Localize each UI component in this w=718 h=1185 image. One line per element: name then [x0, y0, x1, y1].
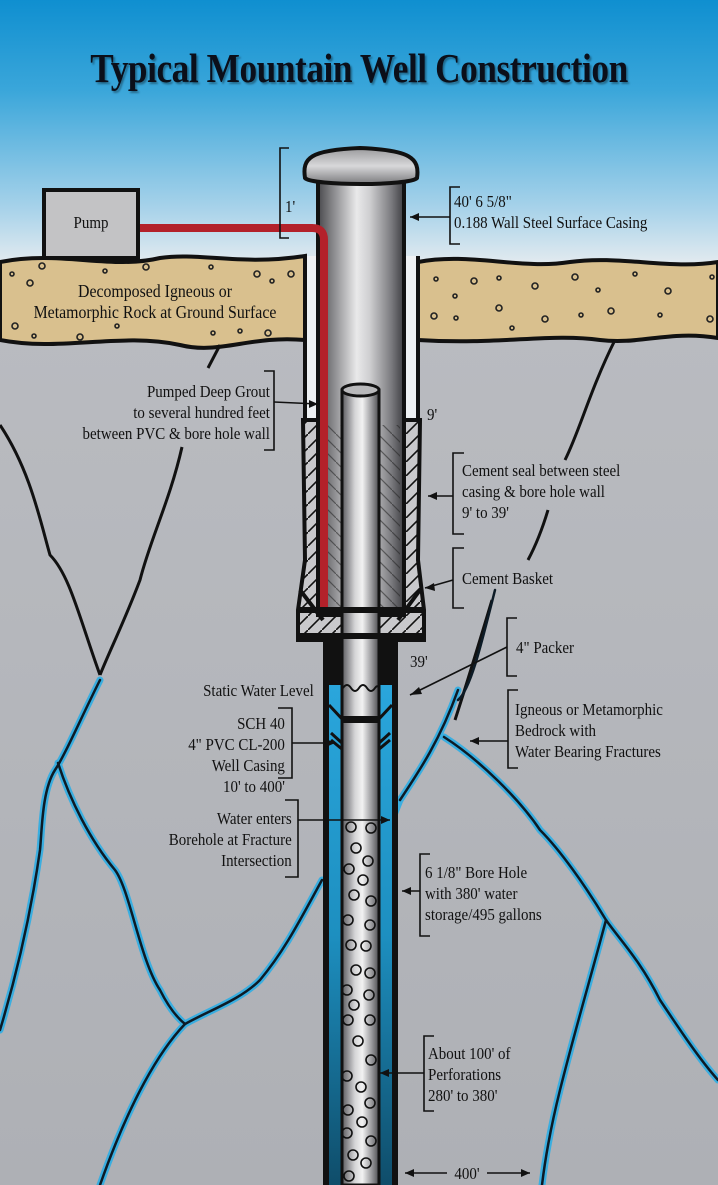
pvc-top [340, 382, 381, 398]
callout-line: 10' to 400' [223, 777, 285, 796]
callout-line: About 100' of [428, 1044, 511, 1063]
ground-surface-line: Decomposed Igneous or [78, 281, 232, 301]
dim-casing-bottom: 39' [410, 652, 428, 671]
pvc-casing [340, 388, 381, 1185]
callout-bedrock: Igneous or Metamorphic Bedrock with Wate… [515, 699, 663, 762]
callout-line: Pumped Deep Grout [147, 382, 270, 401]
callout-static-water: Static Water Level [203, 680, 314, 701]
well-cap [302, 145, 420, 186]
callout-line: Cement Basket [462, 569, 553, 588]
callout-cement-seal: Cement seal between steel casing & bore … [462, 460, 620, 523]
callout-line: Intersection [221, 851, 292, 870]
callout-line: 280' to 380' [428, 1086, 498, 1105]
callout-line: to several hundred feet [133, 403, 270, 422]
callout-line: storage/495 gallons [425, 905, 542, 924]
callout-line: Igneous or Metamorphic [515, 700, 663, 719]
cement-basket [298, 607, 424, 639]
ground-surface-label: Decomposed Igneous or Metamorphic Rock a… [19, 281, 292, 323]
grout-line [140, 224, 328, 612]
callout-line: Borehole at Fracture [169, 830, 292, 849]
water-fractures [0, 588, 718, 1185]
callout-perforations: About 100' of Perforations 280' to 380' [428, 1043, 510, 1106]
callout-line: Cement seal between steel [462, 461, 621, 480]
ground-surface-line: Metamorphic Rock at Ground Surface [33, 302, 277, 322]
diagram-title: Typical Mountain Well Construction [90, 45, 628, 91]
callout-line: 40' 6 5/8" [454, 192, 512, 211]
callout-packer: 4" Packer [516, 637, 574, 658]
ground-band-right [416, 256, 718, 344]
callout-line: Water enters [217, 809, 292, 828]
dim-cement-top: 9' [427, 405, 438, 424]
callout-line: Well Casing [211, 756, 285, 775]
callout-cement-basket: Cement Basket [462, 568, 553, 589]
callout-line: Perforations [428, 1065, 502, 1084]
dim-fracture-spacing: 400' [454, 1164, 480, 1183]
callout-surface-casing: 40' 6 5/8" 0.188 Wall Steel Surface Casi… [454, 191, 647, 233]
packer [342, 684, 380, 692]
callout-line: between PVC & bore hole wall [82, 424, 270, 443]
callout-water-enters: Water enters Borehole at Fracture Inters… [169, 808, 292, 871]
pump-label: Pump [73, 213, 109, 232]
callout-line: Static Water Level [203, 681, 314, 700]
callout-line: 9' to 39' [462, 503, 509, 522]
arrowheads [309, 213, 530, 1177]
callout-grout: Pumped Deep Grout to several hundred fee… [83, 381, 270, 444]
callout-line: 4" PVC CL-200 [188, 735, 285, 754]
pump-box [42, 188, 140, 260]
perforations [341, 821, 377, 1182]
callout-line: Bedrock with [515, 721, 597, 740]
callout-line: casing & bore hole wall [462, 482, 605, 501]
callout-line: 6 1/8" Bore Hole [425, 863, 528, 882]
callout-pvc-casing: SCH 40 4" PVC CL-200 Well Casing 10' to … [188, 713, 285, 797]
pebbles [9, 262, 715, 341]
callout-line: 0.188 Wall Steel Surface Casing [454, 213, 648, 232]
dim-cap-height: 1' [285, 197, 296, 216]
callout-bore-hole: 6 1/8" Bore Hole with 380' water storage… [425, 862, 542, 925]
callout-line: 4" Packer [516, 638, 575, 657]
callout-line: Water Bearing Fractures [515, 742, 661, 761]
callout-line: with 380' water [425, 884, 518, 903]
callout-line: SCH 40 [237, 714, 285, 733]
